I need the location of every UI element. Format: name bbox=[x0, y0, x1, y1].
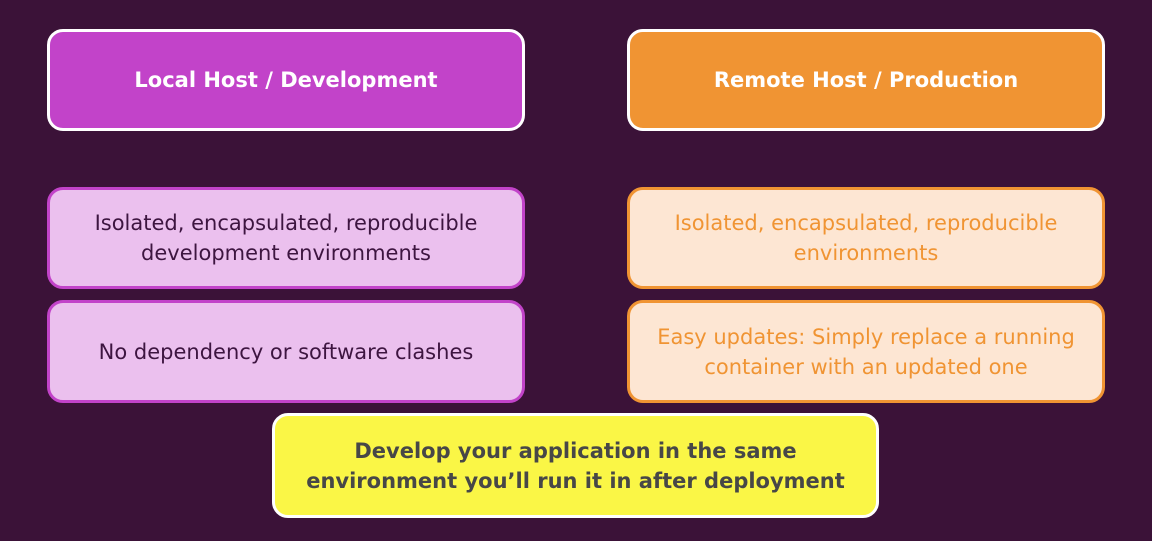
remote-benefit-box: Isolated, encapsulated, reproducible env… bbox=[627, 187, 1105, 289]
summary-box: Develop your application in the same env… bbox=[272, 413, 879, 518]
local-host-header-label: Local Host / Development bbox=[134, 68, 438, 92]
local-host-header: Local Host / Development bbox=[47, 29, 525, 131]
remote-benefit-box: Easy updates: Simply replace a running c… bbox=[627, 300, 1105, 403]
summary-text: Develop your application in the same env… bbox=[306, 438, 845, 493]
remote-benefit-text: Easy updates: Simply replace a running c… bbox=[657, 324, 1075, 379]
remote-host-header-label: Remote Host / Production bbox=[713, 68, 1019, 92]
local-benefit-text: No dependency or software clashes bbox=[98, 339, 474, 364]
local-benefit-box: Isolated, encapsulated, reproducible dev… bbox=[47, 187, 525, 289]
remote-benefit-text: Isolated, encapsulated, reproducible env… bbox=[674, 211, 1058, 265]
local-benefit-text: Isolated, encapsulated, reproducible dev… bbox=[94, 211, 478, 265]
local-benefit-box: No dependency or software clashes bbox=[47, 300, 525, 403]
remote-host-header: Remote Host / Production bbox=[627, 29, 1105, 131]
